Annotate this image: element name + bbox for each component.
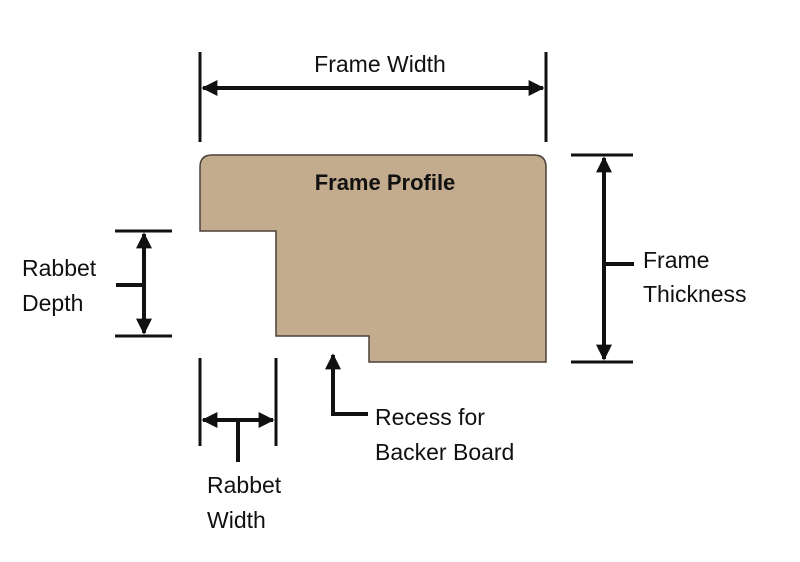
rabbet-width-dimension [198, 358, 278, 462]
recess-pointer [325, 353, 368, 416]
frame-thickness-label-line1: Frame [643, 247, 709, 273]
rabbet-width-label-line2: Width [207, 507, 266, 533]
frame-width-dimension [198, 52, 548, 142]
recess-label: Recess for Backer Board [375, 404, 514, 465]
frame-thickness-label-line2: Thickness [643, 281, 747, 307]
frame-thickness-dimension [571, 153, 634, 364]
rabbet-width-label: Rabbet Width [207, 472, 288, 533]
rabbet-depth-label: Rabbet Depth [22, 255, 103, 316]
recess-label-line2: Backer Board [375, 439, 514, 465]
frame-width-label: Frame Width [314, 51, 446, 77]
frame-profile-title: Frame Profile [315, 170, 456, 195]
rabbet-depth-dimension [115, 229, 172, 338]
frame-thickness-label: Frame Thickness [643, 247, 747, 307]
frame-profile-shape [199, 154, 547, 363]
recess-label-line1: Recess for [375, 404, 485, 430]
rabbet-depth-label-line1: Rabbet [22, 255, 97, 281]
rabbet-width-label-line1: Rabbet [207, 472, 282, 498]
rabbet-depth-label-line2: Depth [22, 290, 83, 316]
